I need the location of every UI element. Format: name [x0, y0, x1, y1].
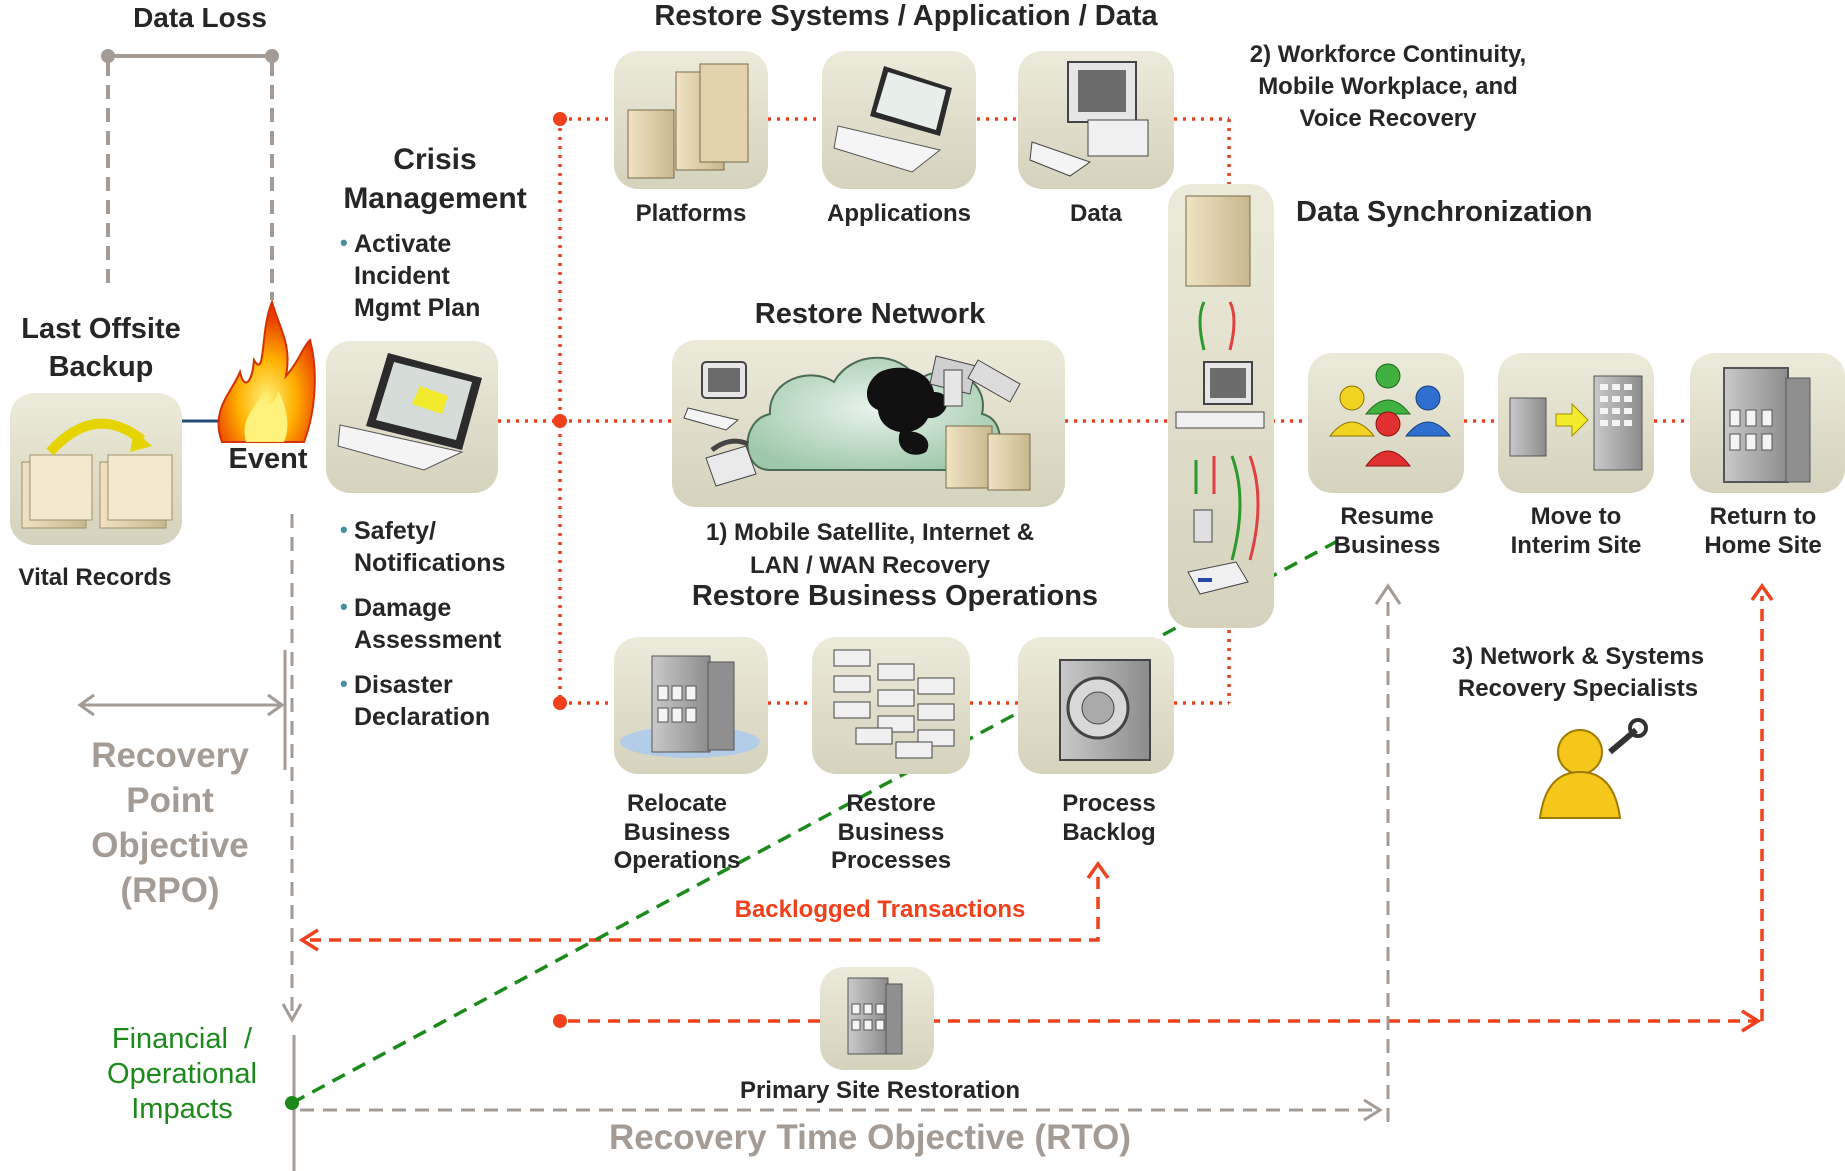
resume-business-label: Resume Business [1333, 503, 1441, 559]
rto-label: Recovery Time Objective (RTO) [609, 1118, 1131, 1157]
data-loss-title: Data Loss [133, 2, 267, 33]
restore-systems-title: Restore Systems / Application / Data [654, 0, 1158, 32]
home-site-label: Return to Home Site [1704, 503, 1822, 559]
crisis-item-label: Damage Assessment [354, 594, 502, 654]
crisis-item-activate: • Activate Incident Mgmt Plan [340, 228, 481, 324]
interim-site-label: Move to Interim Site [1510, 503, 1642, 559]
sync-modem-icon [1187, 561, 1249, 595]
data-sync-title: Data Synchronization [1296, 196, 1593, 228]
resume-business-marker [1374, 583, 1402, 1122]
workstation-icon [1029, 61, 1149, 177]
workforce-label: 2) Workforce Continuity, Mobile Workplac… [1249, 41, 1527, 132]
restore-business-title: Restore Business Operations [691, 580, 1099, 612]
bullet-icon: • [340, 517, 348, 542]
data-loss-bracket [101, 49, 279, 300]
bullet-icon: • [340, 230, 348, 255]
interim-site-icon [1509, 375, 1643, 471]
network-servers-icon [945, 425, 1031, 491]
impact-line [285, 535, 1346, 1110]
crisis-item-damage: • Damage Assessment [340, 592, 502, 656]
rto-arrow [300, 1098, 1383, 1122]
network-workstation-icon [683, 361, 747, 431]
crisis-item-disaster: • Disaster Declaration [340, 669, 491, 733]
specialists-label: 3) Network & Systems Recovery Specialist… [1451, 643, 1705, 702]
rpo-label: Recovery Point Objective (RPO) [91, 736, 249, 910]
crisis-title: Crisis Management [343, 143, 527, 215]
backlogged-label: Backlogged Transactions [734, 896, 1026, 923]
restore-processes-label: Restore Business Processes [830, 790, 952, 874]
impacts-label: Financial / Operational Impacts [107, 1023, 257, 1125]
crisis-item-label: Safety/ Notifications [354, 517, 506, 577]
applications-label: Applications [826, 200, 971, 227]
backlog-machine-icon [1059, 659, 1151, 761]
satellite-icon [929, 355, 1021, 407]
primary-site-arrow [553, 582, 1774, 1033]
sync-arrows-icon [1194, 301, 1260, 561]
sync-phone-icon [1193, 509, 1213, 543]
event-label: Event [228, 443, 308, 475]
bullet-icon: • [340, 594, 348, 619]
network-caption: 1) Mobile Satellite, Internet & LAN / WA… [705, 519, 1035, 579]
home-site-icon [1723, 367, 1811, 483]
backup-title: Last Offsite Backup [21, 313, 181, 383]
process-backlog-label: Process Backlog [1062, 790, 1156, 846]
process-flow-lines [498, 117, 1690, 705]
restore-network-title: Restore Network [754, 298, 986, 330]
telephone-icon [705, 438, 757, 487]
crisis-item-safety: • Safety/ Notifications [340, 515, 506, 579]
servers-icon [627, 63, 749, 179]
bullet-icon: • [340, 671, 348, 696]
primary-site-building-icon [847, 977, 903, 1055]
crisis-item-label: Disaster Declaration [354, 671, 491, 731]
processes-modules-icon [833, 649, 955, 759]
data-label: Data [1069, 200, 1123, 227]
process-flow-nodes [553, 112, 567, 710]
relocate-building-icon [620, 655, 760, 758]
vital-records-caption: Vital Records [18, 564, 172, 591]
specialist-icon [1538, 718, 1648, 819]
sync-server-icon [1185, 195, 1251, 287]
people-icon [1328, 363, 1452, 467]
sync-workstation-icon [1175, 361, 1265, 429]
platforms-label: Platforms [635, 200, 747, 227]
crisis-item-label: Activate Incident Mgmt Plan [354, 230, 481, 322]
rpo-arrow [77, 693, 285, 717]
relocate-label: Relocate Business Operations [613, 790, 741, 874]
fire-icon [217, 299, 316, 443]
folders-icon [21, 418, 173, 529]
applications-laptop-icon [833, 66, 952, 173]
laptop-icon [337, 353, 482, 471]
primary-site-label: Primary Site Restoration [739, 1077, 1021, 1104]
backlogged-arrow [298, 860, 1110, 952]
